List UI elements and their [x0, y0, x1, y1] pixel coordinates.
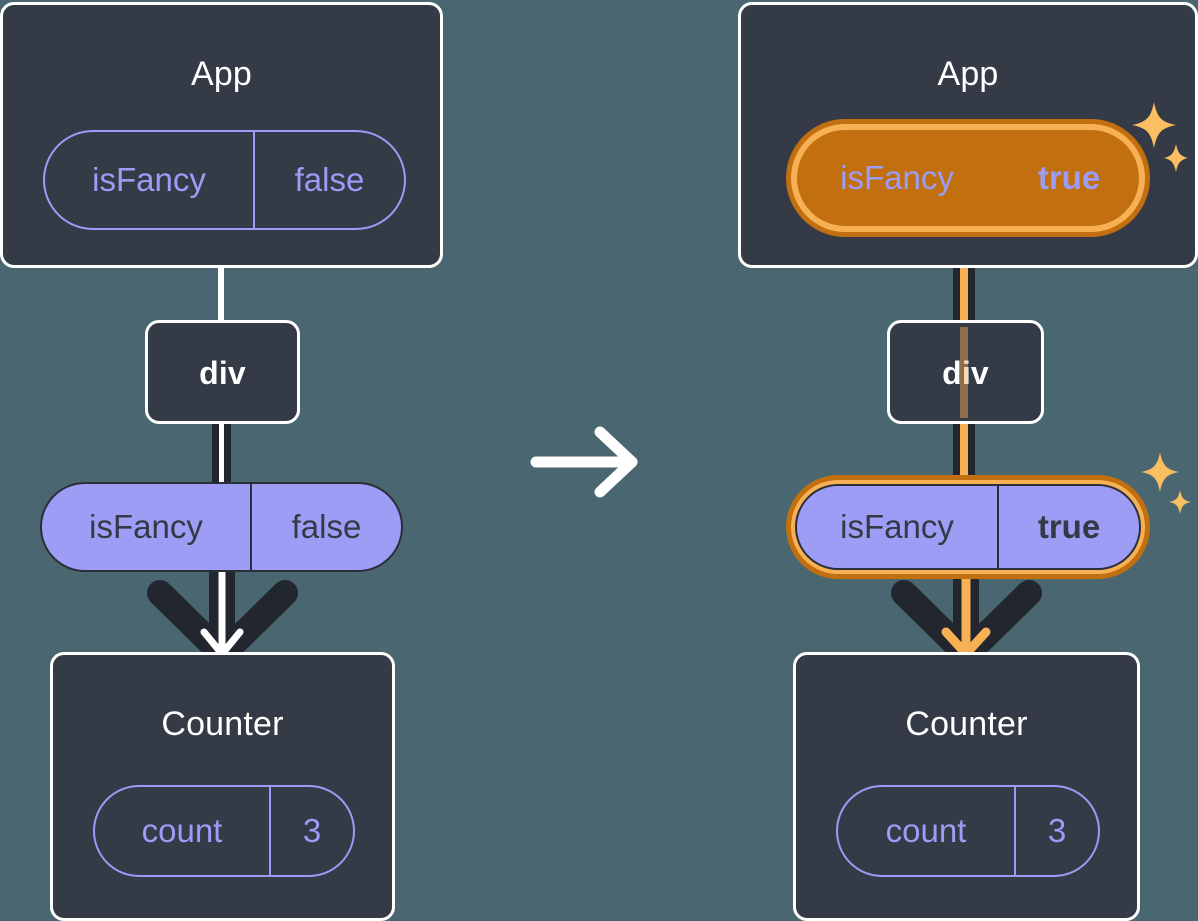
state-pill-counter-before: count 3: [93, 785, 355, 877]
card-div-after: div: [887, 320, 1044, 424]
connector-div-to-props-core-before: [219, 418, 224, 488]
props-pill-after: isFancy true: [795, 484, 1141, 570]
props-pill-key: isFancy: [89, 508, 203, 545]
state-pill-value: 3: [269, 787, 353, 875]
connector-app-to-div-core-after: [960, 215, 968, 327]
state-pill-key: isFancy: [840, 159, 954, 196]
sparkle-icon-props-after: [1138, 450, 1194, 526]
props-pill-key: isFancy: [840, 508, 954, 545]
card-counter-title-before: Counter: [161, 705, 284, 743]
card-div-before: div: [145, 320, 300, 424]
state-pill-app-after: isFancy true: [795, 128, 1141, 228]
card-counter-title-after: Counter: [905, 705, 1028, 743]
connector-app-to-div-before: [218, 262, 224, 324]
card-counter-after: Counter count 3: [793, 652, 1140, 921]
props-pill-value: false: [250, 484, 401, 570]
state-pill-key: count: [885, 812, 967, 849]
card-app-title-before: App: [190, 55, 253, 93]
props-pill-before: isFancy false: [40, 482, 403, 572]
fork-arrow-after: [874, 572, 1059, 672]
transition-arrow-icon: [528, 424, 648, 500]
state-pill-app-after-highlight-ring: isFancy true: [786, 119, 1150, 237]
connector-div-to-props-core-after: [960, 418, 968, 490]
state-pill-key: isFancy: [92, 161, 206, 198]
state-pill-value: 3: [1014, 787, 1098, 875]
state-pill-key: count: [141, 812, 223, 849]
props-pill-value: true: [997, 486, 1139, 568]
card-counter-before: Counter count 3: [50, 652, 395, 921]
card-div-label-before: div: [199, 355, 246, 391]
state-pill-app-before: isFancy false: [43, 130, 406, 230]
state-pill-value: false: [253, 132, 404, 228]
fork-arrow-before: [130, 570, 315, 670]
card-app-before: App isFancy false: [0, 2, 443, 268]
card-app-title-after: App: [937, 55, 999, 93]
state-pill-counter-after: count 3: [836, 785, 1100, 877]
card-div-label-after: div: [942, 355, 989, 391]
connector-through-div-after: [960, 327, 968, 418]
highlight-ring-inner: isFancy true: [791, 124, 1145, 232]
sparkle-icon-app-after: [1128, 100, 1190, 184]
state-pill-value: true: [997, 130, 1139, 226]
props-pill-after-highlight-ring: isFancy true: [786, 475, 1150, 579]
highlight-ring-inner: isFancy true: [791, 480, 1145, 574]
